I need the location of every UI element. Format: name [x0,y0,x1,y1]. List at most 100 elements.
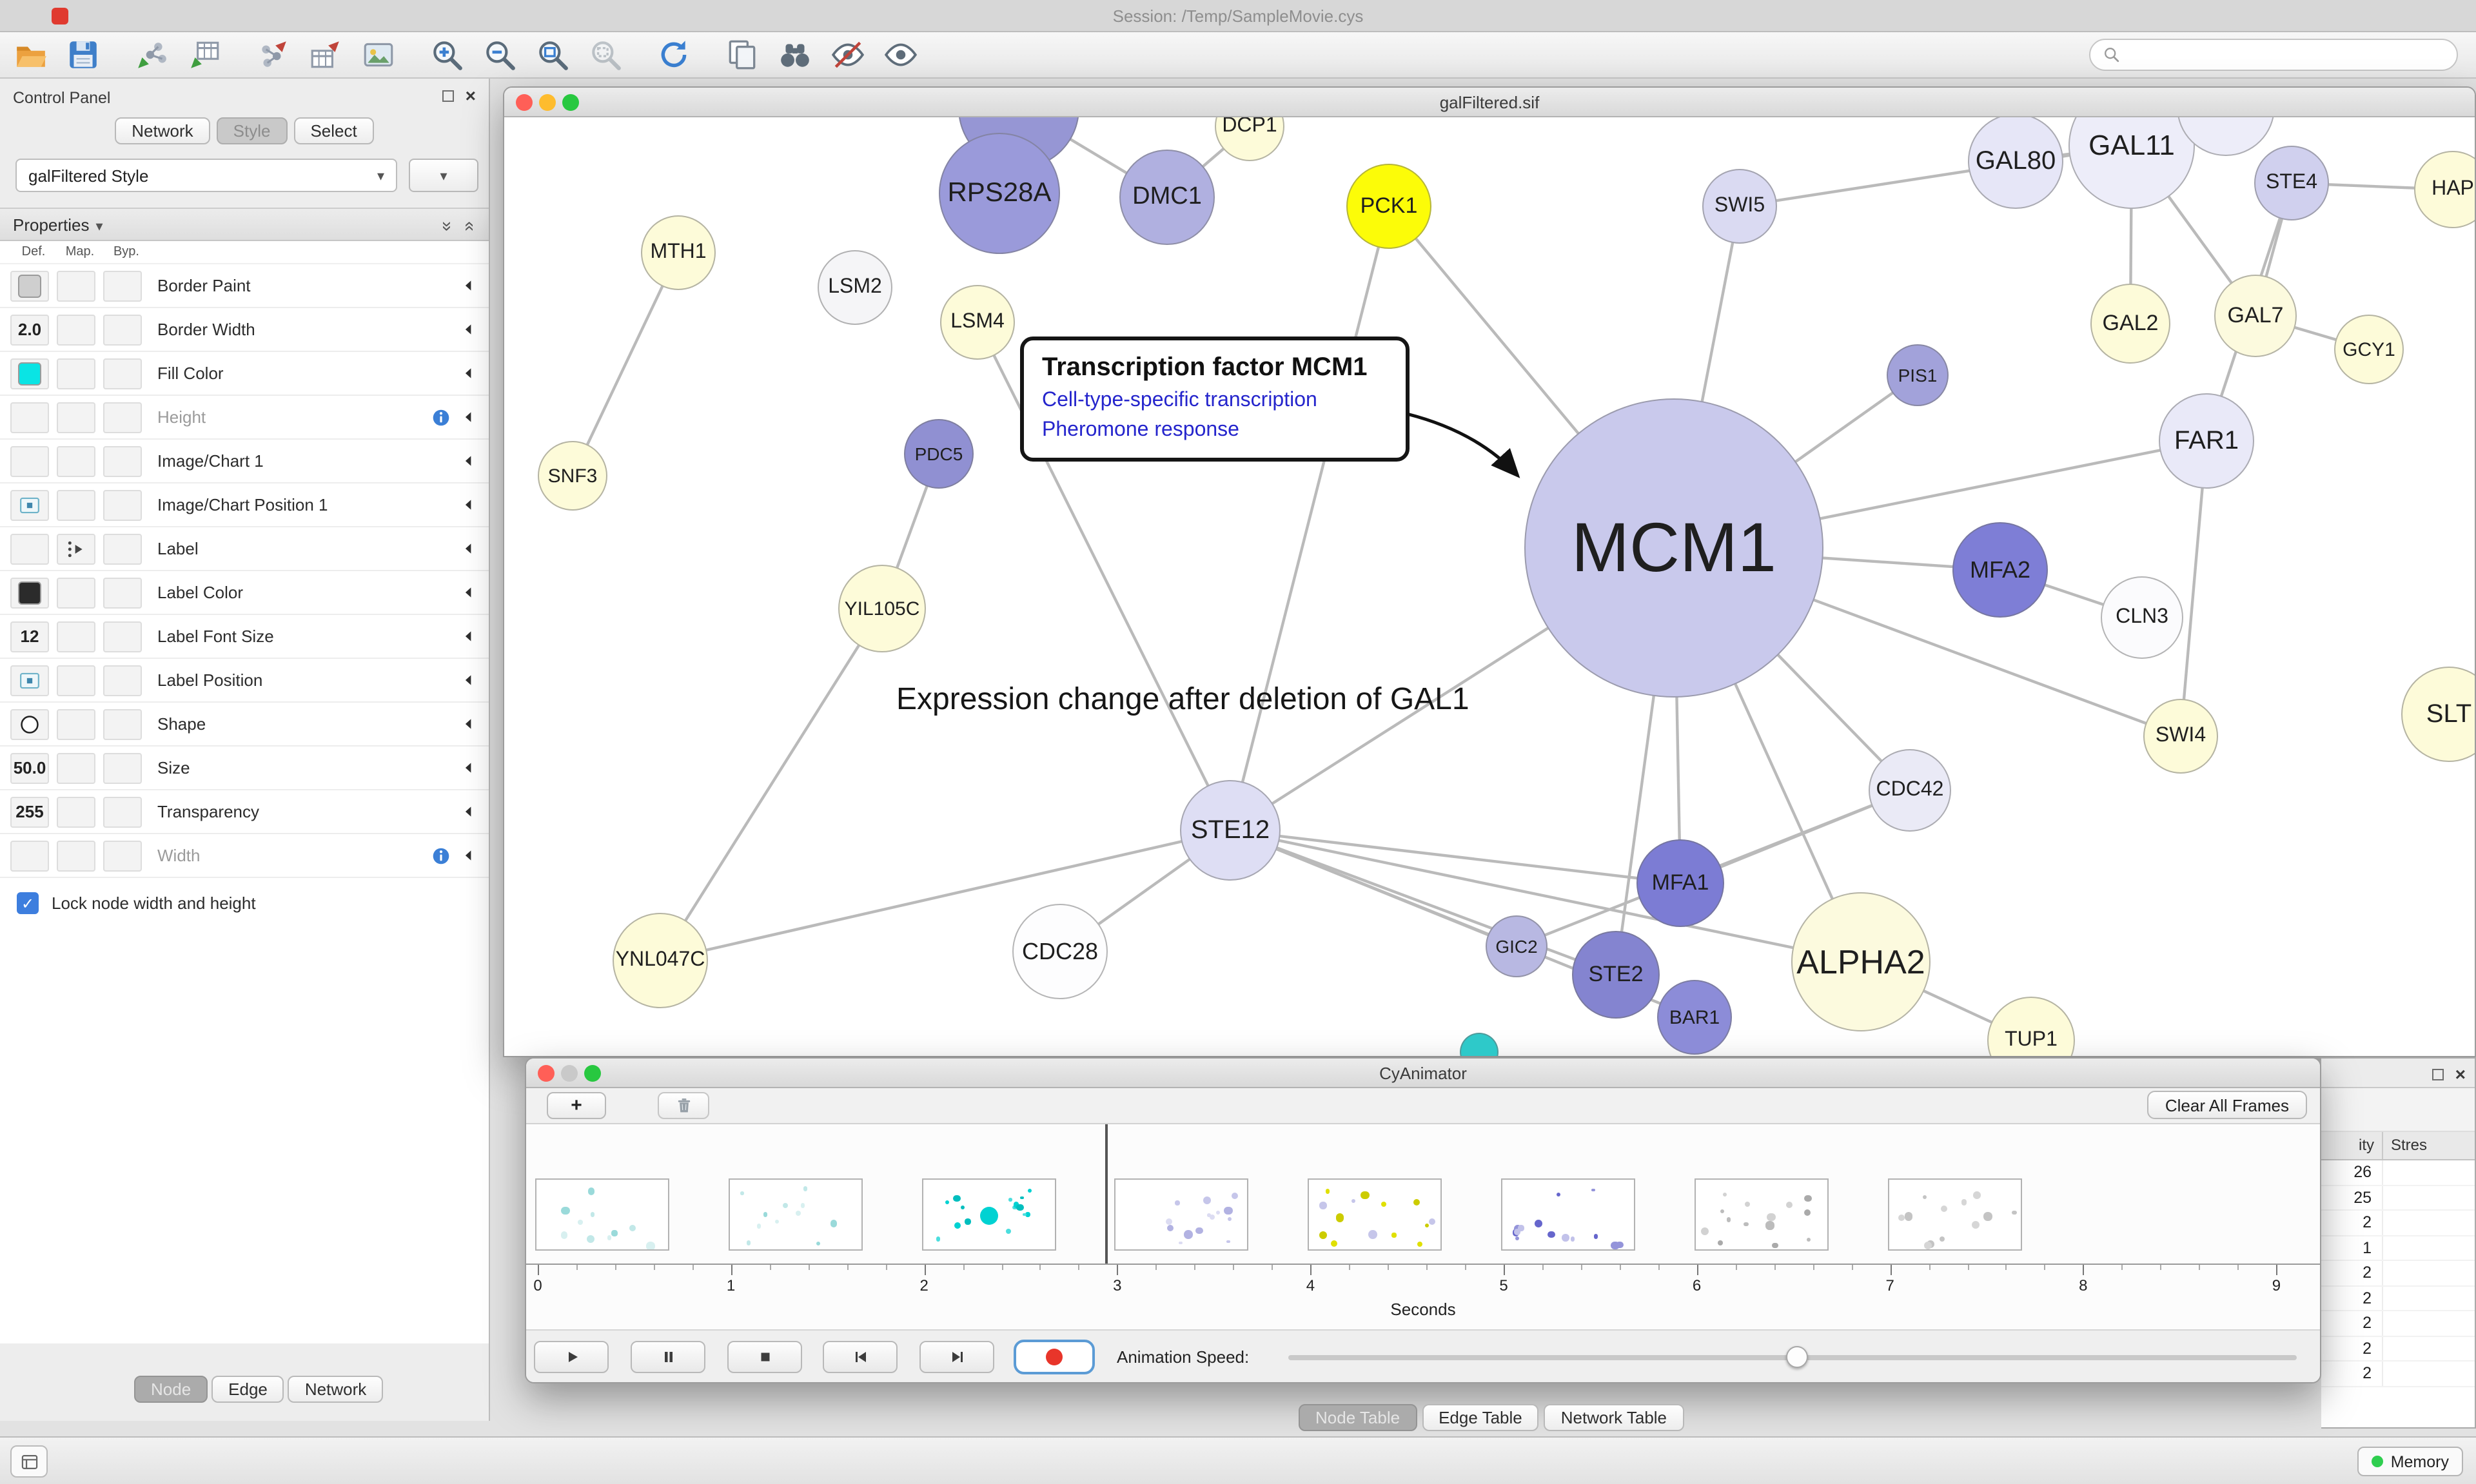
table-row[interactable]: 25 [2321,1186,2475,1211]
float-panel-icon[interactable] [442,90,454,101]
network-node-alpha2[interactable]: ALPHA2 [1791,892,1931,1031]
map-value-cell[interactable] [57,402,95,433]
delete-frame-button[interactable] [658,1092,709,1119]
search-box[interactable] [2089,39,2458,71]
network-node-pck1[interactable]: PCK1 [1346,164,1431,249]
column-header[interactable]: Stres [2391,1136,2428,1154]
network-node-ynl047c[interactable]: YNL047C [613,913,708,1008]
byp-value-cell[interactable] [103,270,142,301]
export-image-icon[interactable] [361,37,396,72]
close-window-button[interactable] [516,94,533,111]
find-icon[interactable] [778,37,812,72]
network-node-gal2[interactable]: GAL2 [2090,284,2170,364]
property-row-image-chart-position-1[interactable]: Image/Chart Position 1 [0,483,489,527]
map-value-cell[interactable] [57,621,95,652]
map-value-cell[interactable] [57,752,95,783]
slider-handle[interactable] [1786,1346,1808,1368]
show-detail-icon[interactable] [883,37,918,72]
style-options-button[interactable]: ▾ [409,159,478,192]
tab-style[interactable]: Style [216,117,288,144]
close-window-button[interactable] [538,1065,555,1082]
def-value-cell[interactable]: 12 [10,621,49,652]
byp-value-cell[interactable] [103,577,142,608]
network-node-cln3[interactable]: CLN3 [2101,576,2183,659]
cp-tab-edge[interactable]: Edge [211,1376,284,1403]
network-node-yil105c[interactable]: YIL105C [838,565,926,652]
def-value-cell[interactable] [10,665,49,696]
properties-section-header[interactable]: Properties▾ » » [0,208,489,241]
map-value-cell[interactable] [57,577,95,608]
byp-value-cell[interactable] [103,840,142,871]
def-value-cell[interactable] [10,358,49,389]
network-node-gcy1[interactable]: GCY1 [2334,315,2404,384]
network-node-gal7[interactable]: GAL7 [2214,275,2297,357]
open-session-icon[interactable] [13,37,48,72]
table-row[interactable]: 2 [2321,1211,2475,1236]
clear-all-frames-button[interactable]: Clear All Frames [2147,1091,2307,1119]
animation-frame-7[interactable] [1887,1178,2022,1251]
network-node-lsm4[interactable]: LSM4 [940,285,1015,360]
network-node-gic2[interactable]: GIC2 [1486,915,1548,977]
tab-select[interactable]: Select [293,117,374,144]
pause-button[interactable] [631,1341,705,1373]
close-panel-icon[interactable]: × [465,85,476,106]
network-node-lsm2[interactable]: LSM2 [818,250,892,325]
network-node-bar1[interactable]: BAR1 [1657,980,1732,1055]
network-window-titlebar[interactable]: galFiltered.sif [504,88,2475,117]
zoom-selected-icon[interactable] [588,37,623,72]
network-node-far1[interactable]: FAR1 [2159,393,2254,489]
map-value-cell[interactable] [57,840,95,871]
animation-frame-4[interactable] [1308,1178,1442,1251]
def-value-cell[interactable]: 2.0 [10,314,49,345]
float-panel-icon[interactable] [2432,1068,2444,1080]
def-value-cell[interactable] [10,402,49,433]
property-row-label[interactable]: Label [0,527,489,571]
def-value-cell[interactable] [10,445,49,476]
previous-button[interactable] [823,1341,898,1373]
property-row-border-paint[interactable]: Border Paint [0,264,489,308]
animation-frame-1[interactable] [728,1178,863,1251]
network-node-swi5[interactable]: SWI5 [1702,169,1777,244]
cp-tab-network[interactable]: Network [288,1376,384,1403]
lock-node-size-checkbox[interactable]: ✓ [17,892,39,914]
import-network-icon[interactable] [134,37,169,72]
map-value-cell[interactable] [57,796,95,827]
copy-view-icon[interactable] [725,37,760,72]
import-table-icon[interactable] [187,37,222,72]
def-value-cell[interactable] [10,270,49,301]
network-node-snf3[interactable]: SNF3 [538,441,607,511]
table-row[interactable]: 26 [2321,1160,2475,1186]
table-row[interactable]: 2 [2321,1311,2475,1336]
property-row-shape[interactable]: Shape [0,703,489,747]
network-node-hap[interactable]: HAP [2414,151,2475,228]
map-value-cell[interactable] [57,445,95,476]
network-node-cdc28[interactable]: CDC28 [1012,904,1108,999]
minimize-window-button[interactable] [539,94,556,111]
map-value-cell[interactable] [57,665,95,696]
fullscreen-window-button[interactable] [584,1065,601,1082]
byp-value-cell[interactable] [103,752,142,783]
network-node-pdc5[interactable]: PDC5 [904,419,974,489]
network-node-ste12[interactable]: STE12 [1180,780,1281,881]
animation-frame-0[interactable] [535,1178,669,1251]
playhead[interactable] [1105,1124,1108,1264]
zoom-in-icon[interactable] [429,37,464,72]
network-node-ste4[interactable]: STE4 [2254,146,2329,220]
search-input[interactable] [2129,45,2445,64]
network-node-gal80[interactable]: GAL80 [1968,117,2063,209]
def-value-cell[interactable] [10,708,49,739]
property-row-image-chart-1[interactable]: Image/Chart 1 [0,440,489,483]
fullscreen-window-button[interactable] [562,94,579,111]
def-value-cell[interactable]: 50.0 [10,752,49,783]
minimize-window-button[interactable] [561,1065,578,1082]
cyanimator-titlebar[interactable]: CyAnimator [526,1059,2320,1088]
annotation-link[interactable]: Cell-type-specific transcription [1042,389,1317,411]
def-value-cell[interactable] [10,489,49,520]
animation-frame-3[interactable] [1114,1178,1249,1251]
network-node-mcm1[interactable]: MCM1 [1524,398,1823,698]
